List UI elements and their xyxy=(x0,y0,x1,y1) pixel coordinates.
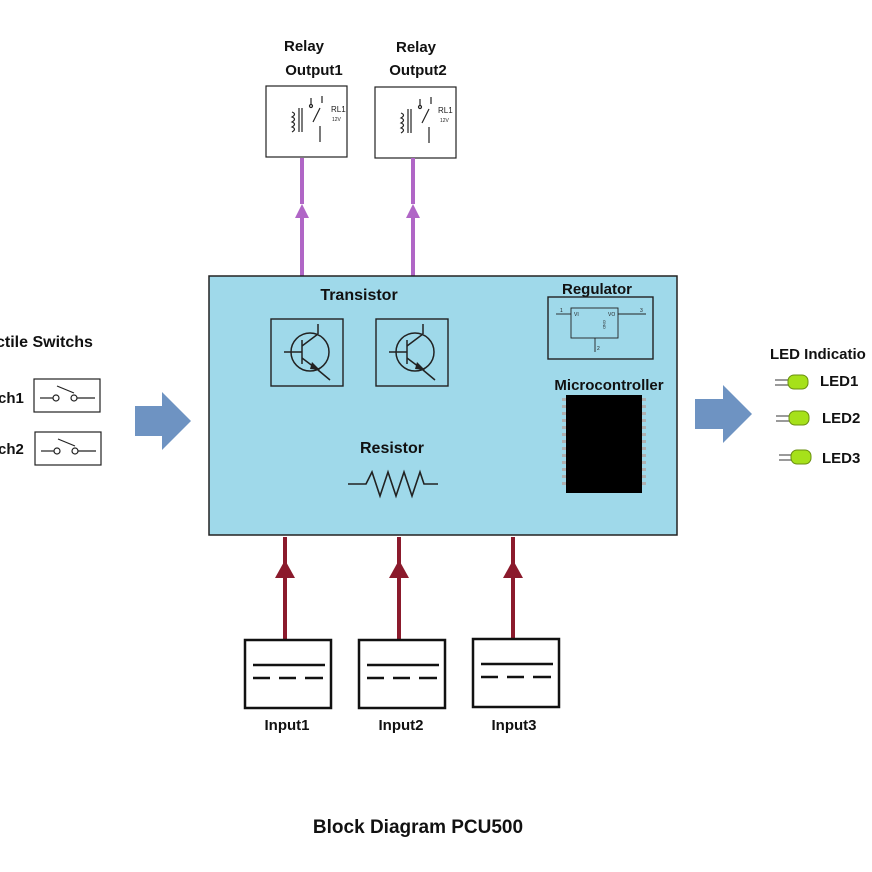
input-3-label: Input3 xyxy=(492,717,537,734)
relay-icon xyxy=(290,96,323,142)
led-indication-heading: LED Indicatio xyxy=(770,346,866,363)
transistor-label: Transistor xyxy=(320,287,397,304)
diagram-title: Block Diagram PCU500 xyxy=(313,817,523,838)
relay-connector-2 xyxy=(406,158,420,276)
led-2-label: LED2 xyxy=(822,410,860,427)
led-icon xyxy=(775,374,809,390)
input-card-icon xyxy=(243,638,333,710)
led-icon xyxy=(779,449,812,465)
resistor-label: Resistor xyxy=(360,440,424,457)
input-connector-3 xyxy=(503,537,523,640)
transistor-1 xyxy=(270,318,344,387)
relay-2-label-line2: Output2 xyxy=(389,62,447,79)
npn-transistor-icon xyxy=(389,324,436,381)
regulator-pin-2: 2 xyxy=(597,346,600,352)
led-2: LED2 xyxy=(776,410,860,427)
relay-1-symbol-voltage: 12V xyxy=(332,117,342,123)
regulator-icon xyxy=(556,307,646,352)
regulator-gnd: GND xyxy=(602,320,607,329)
input-card-icon xyxy=(471,637,561,709)
input-connector-2 xyxy=(389,537,409,640)
relay-2-box xyxy=(374,86,457,159)
microcontroller-chip xyxy=(566,395,642,493)
relay-1-symbol-name: RL1 xyxy=(331,105,346,114)
relay-connector-1 xyxy=(295,158,309,276)
led-icon xyxy=(776,410,810,426)
switch-icon xyxy=(40,385,95,402)
npn-transistor-icon xyxy=(284,324,331,381)
tactile-switch-1: ch1 xyxy=(0,378,101,413)
regulator-pin-3: 3 xyxy=(640,308,643,314)
switch-2-label: ch2 xyxy=(0,441,24,458)
relay-output-1: Relay Output1 RL1 12V xyxy=(265,38,348,158)
arrow-icon xyxy=(389,560,409,578)
input-1: Input1 xyxy=(243,638,333,734)
arrow-icon xyxy=(503,560,523,578)
arrow-icon xyxy=(135,392,191,450)
relay-output-2: Relay Output2 RL1 12V xyxy=(374,39,457,159)
led-1: LED1 xyxy=(775,373,858,390)
relay-2-symbol-voltage: 12V xyxy=(440,118,450,124)
arrow-icon xyxy=(275,560,295,578)
transistor-2 xyxy=(375,318,449,387)
arrow-icon xyxy=(695,385,752,443)
ic-chip-icon xyxy=(562,395,646,493)
regulator-vi: VI xyxy=(574,312,579,318)
tactile-switches-heading: ctile Switchs xyxy=(0,334,93,351)
relay-1-label-line1: Relay xyxy=(284,38,325,55)
relay-2-symbol-name: RL1 xyxy=(438,106,453,115)
input-card-icon xyxy=(357,638,447,710)
switch-1-label: ch1 xyxy=(0,390,24,407)
relay-1-label-line2: Output1 xyxy=(285,62,343,79)
relay-2-label-line1: Relay xyxy=(396,39,437,56)
microcontroller-label: Microcontroller xyxy=(554,377,663,394)
input-3: Input3 xyxy=(471,637,561,734)
input-connector-1 xyxy=(275,537,295,640)
resistor-icon xyxy=(348,469,438,499)
input-2-label: Input2 xyxy=(379,717,424,734)
led-1-label: LED1 xyxy=(820,373,858,390)
regulator-pin-1: 1 xyxy=(560,308,563,314)
switch-icon xyxy=(41,438,96,455)
arrow-icon xyxy=(295,204,309,218)
regulator-vo: VO xyxy=(608,312,615,318)
relay-1-box xyxy=(265,85,348,158)
tactile-switch-2: ch2 xyxy=(0,431,102,466)
input-1-label: Input1 xyxy=(265,717,310,734)
led-3-label: LED3 xyxy=(822,450,860,467)
regulator: 1 3 2 VI VO GND xyxy=(547,296,654,360)
led-3: LED3 xyxy=(779,449,860,467)
input-2: Input2 xyxy=(357,638,447,734)
arrow-icon xyxy=(406,204,420,218)
regulator-label: Regulator xyxy=(562,281,632,298)
relay-icon xyxy=(399,97,432,143)
